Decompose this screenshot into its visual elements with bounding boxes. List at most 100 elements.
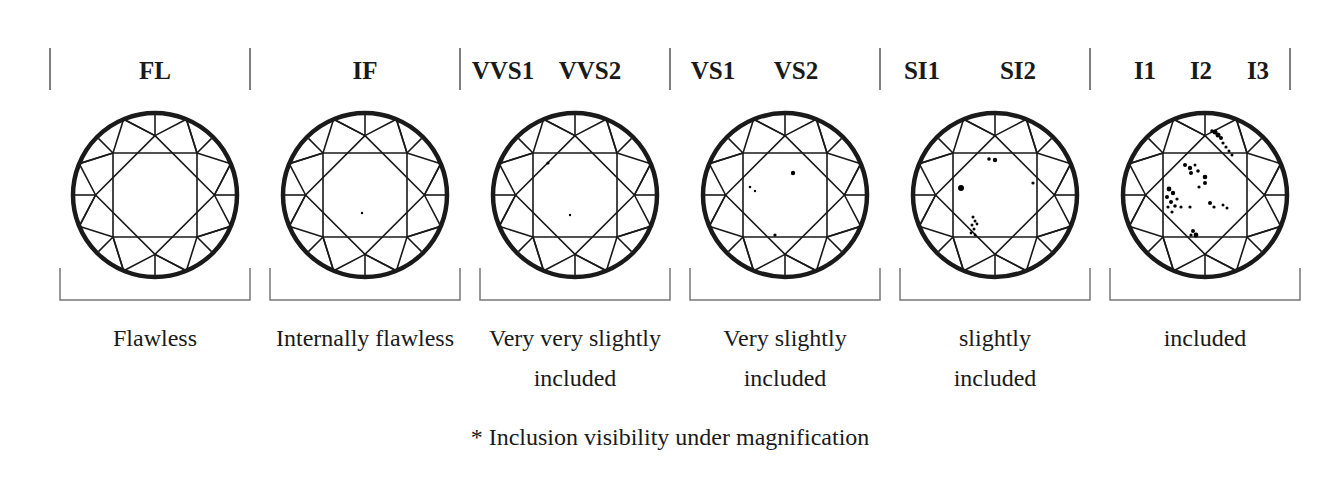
inclusion-dot — [1226, 207, 1229, 210]
girdle-circle — [1123, 113, 1287, 277]
girdle-circle — [493, 113, 657, 277]
facet-line — [754, 119, 785, 135]
facet-line — [364, 115, 366, 136]
facet-line — [919, 195, 935, 226]
facet-line — [827, 195, 861, 237]
inclusion-dot — [976, 223, 979, 226]
inclusion-dot — [1210, 129, 1214, 133]
facet-line — [113, 119, 155, 153]
facet-line — [938, 138, 953, 153]
inclusion-dot — [987, 157, 991, 161]
facet-line — [1054, 194, 1075, 196]
diamond-top-view — [73, 113, 237, 277]
inclusion-dot — [958, 185, 964, 191]
facet-line — [936, 136, 1055, 255]
inclusion-dot — [1173, 204, 1177, 208]
facet-line — [1163, 119, 1205, 153]
inclusion-dot — [1203, 181, 1207, 185]
inclusion-dot — [1208, 201, 1212, 205]
facet-line — [197, 153, 231, 195]
facet-line — [334, 119, 365, 135]
facet-line — [994, 254, 996, 275]
diamond-top-view — [493, 113, 657, 277]
girdle-circle — [283, 113, 447, 277]
facet-line — [214, 194, 235, 196]
facet-line — [407, 138, 422, 153]
facet-line — [915, 194, 936, 196]
grade-code: IF — [353, 56, 378, 86]
facet-line — [518, 138, 533, 153]
inclusion-dot — [1188, 205, 1191, 208]
facet-line — [785, 119, 827, 153]
facet-line — [995, 119, 1037, 153]
facet-line — [197, 138, 212, 153]
girdle-circle — [73, 113, 237, 277]
inclusion-dot — [1196, 169, 1200, 173]
facet-line — [323, 119, 365, 153]
facet-line — [154, 254, 156, 275]
facet-line — [155, 237, 197, 271]
facet-line — [407, 153, 441, 195]
facet-line — [98, 138, 113, 153]
facet-line — [785, 237, 827, 271]
inclusion-dot — [970, 232, 973, 235]
facet-line — [575, 254, 606, 270]
facet-line — [1125, 194, 1146, 196]
facet-line — [79, 153, 113, 195]
facet-line — [533, 119, 575, 153]
facet-line — [289, 195, 323, 237]
inclusion-dot — [1165, 195, 1169, 199]
grade-description: Very very slightly included — [477, 318, 673, 398]
facet-line — [574, 115, 576, 136]
facet-line — [1247, 195, 1281, 237]
grade-code: FL — [139, 56, 171, 86]
grade-description: slightly included — [920, 318, 1070, 398]
divider-tick — [459, 48, 461, 90]
facet-line — [1129, 153, 1163, 195]
facet-line — [705, 194, 726, 196]
inclusion-dot — [1189, 171, 1193, 175]
facet-line — [995, 237, 1037, 271]
facet-line — [785, 254, 816, 270]
facet-line — [306, 136, 425, 255]
inclusion-dot — [1191, 229, 1195, 233]
diamond-top-view — [913, 113, 1077, 277]
facet-line — [98, 237, 113, 252]
facet-line — [516, 136, 635, 255]
grade-code: VS2 — [774, 56, 818, 86]
facet-line — [709, 153, 743, 195]
diamond-top-view — [1123, 113, 1287, 277]
facet-line — [79, 195, 113, 237]
divider-tick — [1289, 48, 1291, 90]
facet-line — [155, 254, 186, 270]
facet-line — [424, 194, 445, 196]
facet-line — [364, 254, 366, 275]
facet-line — [1037, 153, 1071, 195]
facet-line — [743, 237, 785, 271]
facet-line — [1247, 237, 1262, 252]
inclusion-dot — [1167, 187, 1172, 192]
facet-line — [124, 119, 155, 135]
facet-line — [709, 195, 743, 237]
facet-line — [726, 136, 845, 255]
facet-line — [1146, 136, 1265, 255]
facet-line — [1129, 195, 1145, 226]
diamond-top-view — [283, 113, 447, 277]
inclusion-dot — [1194, 233, 1199, 238]
facet-line — [827, 237, 842, 252]
divider-tick — [49, 48, 51, 90]
facet-line — [1247, 153, 1281, 195]
facet-line — [308, 138, 323, 153]
facet-line — [995, 254, 1026, 270]
facet-line — [365, 254, 396, 270]
grade-code: VS1 — [691, 56, 735, 86]
inclusion-dot — [546, 161, 549, 164]
facet-line — [289, 195, 305, 226]
inclusion-dot — [1188, 166, 1192, 170]
inclusion-dot — [773, 233, 776, 236]
girdle-circle — [703, 113, 867, 277]
inclusion-dot — [1221, 141, 1224, 144]
inclusion-dot — [1166, 205, 1169, 208]
grade-description: Very slightly included — [695, 318, 875, 398]
facet-line — [827, 153, 861, 195]
